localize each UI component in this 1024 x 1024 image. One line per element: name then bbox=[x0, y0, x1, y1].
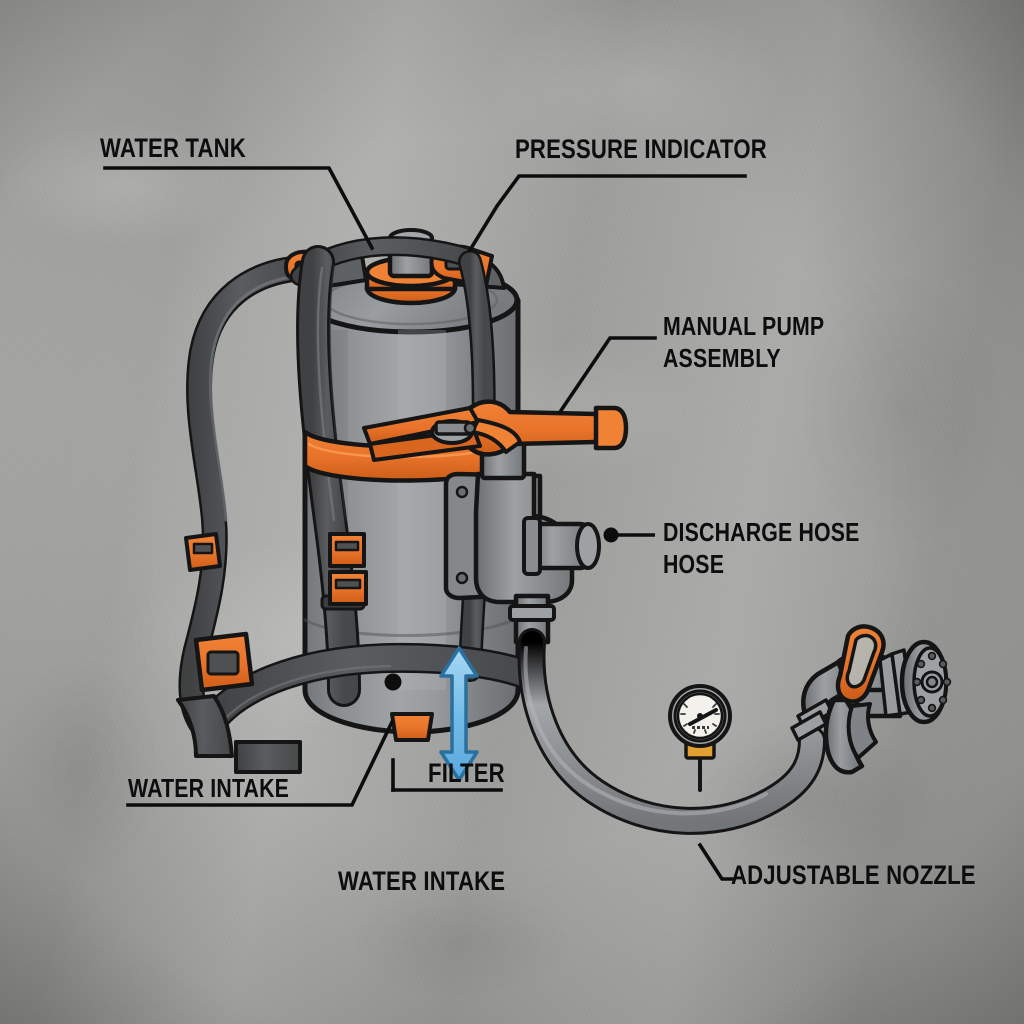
label-discharge-hose: DISCHARGE HOSE HOSE bbox=[663, 517, 860, 579]
pump-lever bbox=[362, 399, 629, 462]
waist-belt bbox=[176, 642, 545, 774]
label-water-intake-left: WATER INTAKE bbox=[128, 773, 290, 803]
pump-assembly bbox=[443, 415, 601, 645]
label-manual-pump-assembly: MANUAL PUMP ASSEMBLY bbox=[663, 311, 825, 373]
leader-discharge-hose bbox=[603, 527, 655, 543]
flow-arrow bbox=[439, 646, 479, 782]
discharge-hose bbox=[517, 628, 826, 835]
leader-pressure-indicator bbox=[467, 174, 747, 253]
shoulder-strap-left bbox=[178, 255, 315, 743]
buckle-left-lower bbox=[193, 631, 255, 693]
buckle-right-upper bbox=[328, 532, 366, 568]
label-adjustable-nozzle: ADJUSTABLE NOZZLE bbox=[731, 860, 976, 890]
leader-intake-dot bbox=[384, 673, 402, 691]
buckle-left-upper bbox=[184, 532, 222, 572]
buckle-right-lower bbox=[328, 570, 368, 606]
label-water-intake-bottom: WATER INTAKE bbox=[338, 866, 506, 896]
label-water-tank: WATER TANK bbox=[100, 133, 246, 163]
pressure-gauge bbox=[668, 684, 732, 792]
water-intake-fitting bbox=[390, 712, 434, 742]
label-pressure-indicator: PRESSURE INDICATOR bbox=[515, 134, 767, 164]
leader-adjustable-nozzle bbox=[697, 842, 734, 881]
shoulder-strap-front bbox=[296, 245, 366, 707]
leader-manual-pump bbox=[557, 336, 657, 415]
leader-water-tank bbox=[103, 166, 375, 251]
adjustable-nozzle bbox=[790, 624, 952, 775]
label-filter: FILTER bbox=[428, 758, 505, 788]
hose-outlet bbox=[522, 516, 601, 576]
leader-water-intake-left bbox=[126, 719, 395, 807]
